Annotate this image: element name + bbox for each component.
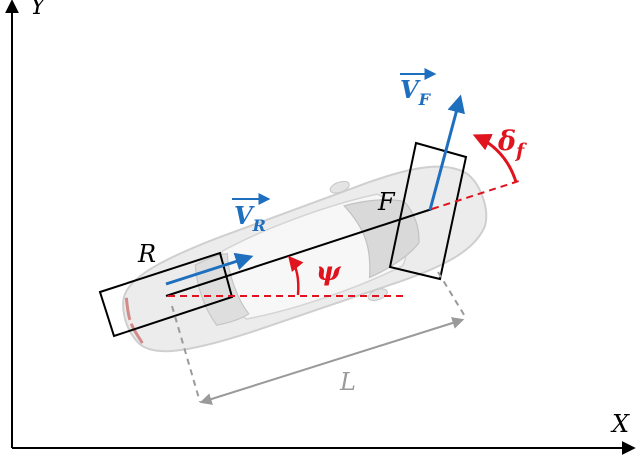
car-tail-light: [124, 297, 132, 321]
rear-velocity-label: VR: [232, 193, 271, 235]
front-wheel: [388, 141, 468, 281]
front-velocity-arrow: [428, 94, 465, 211]
wheelbase-label: L: [339, 368, 356, 396]
steering-reference-line: [431, 179, 523, 210]
coordinate-axes: Y X: [4, 0, 636, 455]
rear-velocity-subscript: R: [252, 216, 266, 235]
front-velocity-subscript: F: [418, 90, 432, 109]
car-mirror-right: [367, 288, 388, 301]
steering-angle-subscript: f: [514, 140, 527, 162]
steering-angle-label: δf: [497, 126, 527, 162]
car-tail-light-2: [129, 323, 144, 344]
vehicle-longitudinal-axis: [165, 208, 433, 297]
svg-text:VR: VR: [234, 201, 266, 235]
front-wheel-label: F: [377, 188, 396, 216]
heading-angle-label: ψ: [316, 257, 342, 287]
x-axis-label: X: [610, 410, 630, 438]
front-velocity-label: VF: [400, 68, 437, 109]
car-mirror-left: [329, 180, 350, 194]
y-axis-label: Y: [30, 0, 48, 20]
rear-velocity-arrow: [165, 252, 254, 286]
rear-wheel-label: R: [137, 240, 156, 268]
steering-angle-arc: [472, 133, 518, 183]
heading-angle-arc: [288, 255, 304, 296]
svg-text:VF: VF: [400, 75, 432, 109]
wheelbase-dimension: L: [171, 271, 467, 405]
